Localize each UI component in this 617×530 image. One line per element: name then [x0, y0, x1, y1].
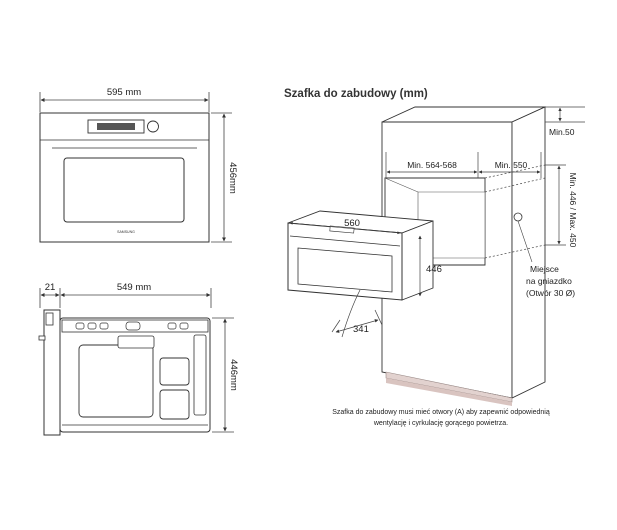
installation-note-line1: Szafka do zabudowy musi mieć otwory (A) …: [332, 409, 550, 416]
side-height-label: 446mm: [228, 359, 239, 391]
min-height-label: Min. 446 / Max. 450: [568, 173, 578, 248]
door-swing-ext-a: [331, 319, 341, 333]
side-control-bump: [45, 312, 54, 326]
side-fan-housing: [193, 334, 207, 416]
oven-door-window: [297, 247, 393, 293]
side-front-panel: [43, 309, 61, 436]
cabinet-niche-diag-top: [384, 177, 419, 193]
cabinet-hidden-lines: [484, 164, 546, 259]
socket-label-line2: na gniazdko: [526, 276, 572, 286]
side-depth-label: 549 mm: [117, 282, 151, 293]
side-vent-slots: [75, 321, 189, 331]
socket-label-line3: (Otwór 30 Ø): [526, 288, 575, 298]
installation-view: Szafka do zabudowy (mm) Miejsce na gniaz…: [284, 88, 585, 427]
cabinet-plinth-front: [386, 378, 512, 406]
socket-leader-line: [517, 220, 533, 263]
door-swing-ext-b: [374, 309, 383, 326]
installation-title: Szafka do zabudowy (mm): [284, 88, 428, 100]
min-depth-label: Min. 550: [495, 160, 528, 170]
side-panel-depth-label: 21: [45, 282, 56, 293]
side-inner-cavity: [78, 344, 154, 418]
side-upper-block: [159, 357, 190, 386]
front-width-label: 595 mm: [107, 87, 141, 98]
oven-width-label: 560: [344, 218, 360, 229]
min-top-label: Min.50: [549, 127, 575, 137]
side-lower-block: [159, 389, 190, 420]
side-door-handle: [38, 335, 46, 341]
front-door-window: [63, 157, 185, 223]
oven-front-panel-line: [289, 235, 401, 247]
min-inner-width-label: Min. 564-568: [407, 160, 457, 170]
oven-width-dimension: [289, 221, 401, 235]
oven-side: [401, 220, 434, 301]
side-top-module: [117, 335, 155, 349]
oven-depth-label: 341: [353, 324, 369, 335]
front-view: 595 mm SAMSUNG 456mm: [39, 87, 238, 243]
side-view: 21 549 mm 446mm: [38, 282, 239, 436]
front-knob: [147, 120, 159, 133]
front-brand-logo: SAMSUNG: [117, 230, 135, 234]
oven-height-label: 446: [426, 264, 442, 275]
front-display-screen: [97, 123, 135, 130]
door-depth-dimension: [335, 319, 379, 333]
installation-note-line2: wentylację i cyrkulację gorącego powietr…: [373, 420, 508, 427]
socket-label-line1: Miejsce: [530, 264, 559, 274]
front-height-label: 456mm: [227, 162, 238, 194]
socket-hole: [513, 212, 523, 222]
